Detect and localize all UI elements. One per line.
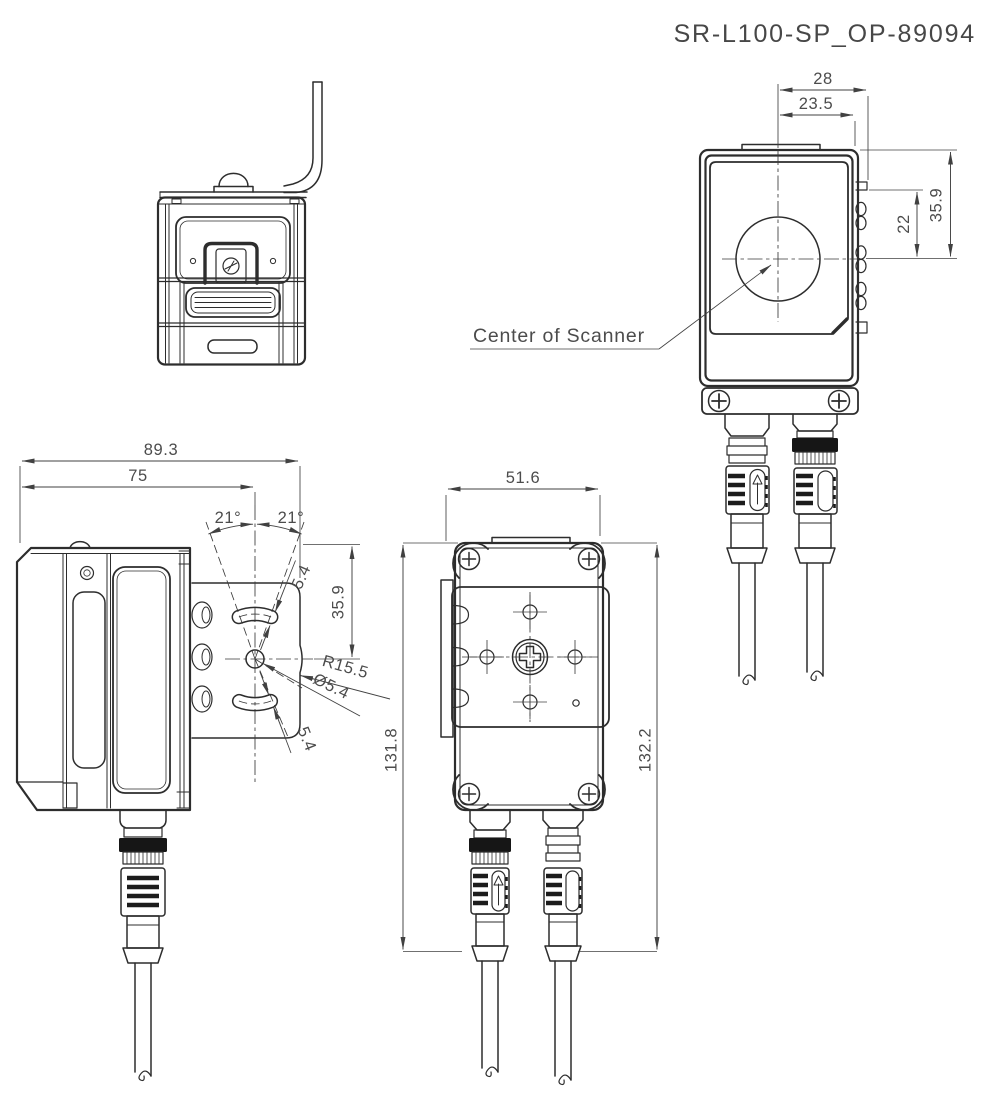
callout-label: Center of Scanner (473, 325, 645, 347)
title-block: SR-L100-SP_OP-89094 (674, 20, 976, 48)
pivot-hole (245, 649, 265, 669)
dim-35-9-side: 35.9 (330, 585, 348, 620)
locator-dot (189, 257, 197, 265)
drawing-title: SR-L100-SP_OP-89094 (674, 20, 976, 48)
screw-icon (457, 782, 481, 806)
up-arrow-icon (493, 875, 504, 906)
dim-5-4-upper: 5.4 (288, 562, 315, 592)
rear-body-outline (453, 541, 605, 812)
black-band (119, 838, 167, 852)
cable-break (810, 670, 824, 682)
arrow-clip (749, 468, 766, 512)
arrow-clip (491, 870, 506, 912)
dim-75: 75 (128, 467, 148, 485)
bracket-plate (191, 505, 313, 782)
locator-dot (269, 257, 277, 265)
center-boss (511, 638, 549, 676)
connector-front-right (792, 413, 838, 682)
side-panel-small (72, 591, 106, 769)
device-body-top (156, 196, 307, 366)
corner-screw-pockets (452, 542, 606, 811)
connector-side (119, 809, 167, 1082)
top-tab (741, 143, 821, 151)
dim-35-9-front: 35.9 (928, 188, 946, 223)
dim-angle-left: 21° (215, 509, 242, 527)
dim-28: 28 (813, 70, 833, 88)
top-recessed-panel (175, 216, 291, 284)
screw-icon (222, 257, 240, 275)
mounting-bracket-arm (283, 81, 323, 194)
connector-front-left (724, 413, 770, 686)
knob-profile (69, 540, 91, 549)
pin-hole (572, 699, 580, 707)
mounting-knob (213, 172, 254, 193)
cable-break (138, 1070, 152, 1082)
screw-icon (707, 389, 731, 413)
bracket-clip-tabs (191, 601, 213, 713)
center-screw-tab (203, 241, 259, 285)
dim-5-4-lower: 5.4 (294, 724, 320, 754)
side-clip-tabs (855, 181, 868, 334)
screw-icon (577, 782, 601, 806)
center-of-scanner-callout: Center of Scanner (470, 264, 772, 350)
screw-icon (827, 389, 851, 413)
dim-132-2: 132.2 (637, 728, 655, 772)
black-band (792, 438, 838, 452)
cable (738, 562, 756, 681)
cable-break (742, 674, 756, 686)
side-panel-large (112, 566, 171, 794)
dim-131-8: 131.8 (383, 728, 401, 772)
rear-view-dimensions: 51.6 131.8 132.2 (383, 469, 660, 952)
black-band (469, 838, 511, 852)
connector-rear-left (469, 809, 511, 1078)
bolt-holes (470, 595, 592, 719)
dim-89-3: 89.3 (144, 441, 179, 459)
cable-break (485, 1066, 499, 1078)
side-view: 89.3 75 21° 21° 5.4 35.9 R15.5 Ø5.4 5.4 (15, 441, 391, 1082)
leader-line (658, 264, 772, 350)
screw-icon (457, 547, 481, 571)
front-view-dimensions: 28 23.5 35.9 22 (777, 70, 957, 259)
side-body (15, 540, 192, 812)
indicator-screw (79, 565, 95, 581)
top-view (156, 81, 323, 366)
rear-view: 51.6 131.8 132.2 (383, 469, 660, 1086)
front-body-outline (698, 148, 860, 388)
top-tab (491, 536, 571, 544)
cable (134, 962, 152, 1077)
front-bottom-plate (701, 387, 859, 415)
cable (806, 562, 824, 677)
cable (481, 960, 499, 1073)
dim-23-5: 23.5 (799, 95, 834, 113)
bottom-slot (207, 339, 258, 354)
front-view: 28 23.5 35.9 22 (698, 70, 957, 686)
connector-rear-right (542, 809, 584, 1086)
front-face-panel (709, 161, 849, 335)
mount-plate (440, 579, 610, 738)
up-arrow-icon (752, 474, 763, 505)
vent-slot (185, 287, 281, 318)
cross-screw-icon (518, 645, 542, 669)
cable-break (558, 1074, 572, 1086)
screw-icon (577, 547, 601, 571)
bracket-edge-strip (440, 579, 454, 738)
dim-51-6: 51.6 (506, 469, 541, 487)
arc-slot-upper (231, 606, 279, 625)
dim-22: 22 (895, 214, 913, 234)
cable (554, 960, 572, 1081)
dim-angle-right: 21° (278, 509, 305, 527)
